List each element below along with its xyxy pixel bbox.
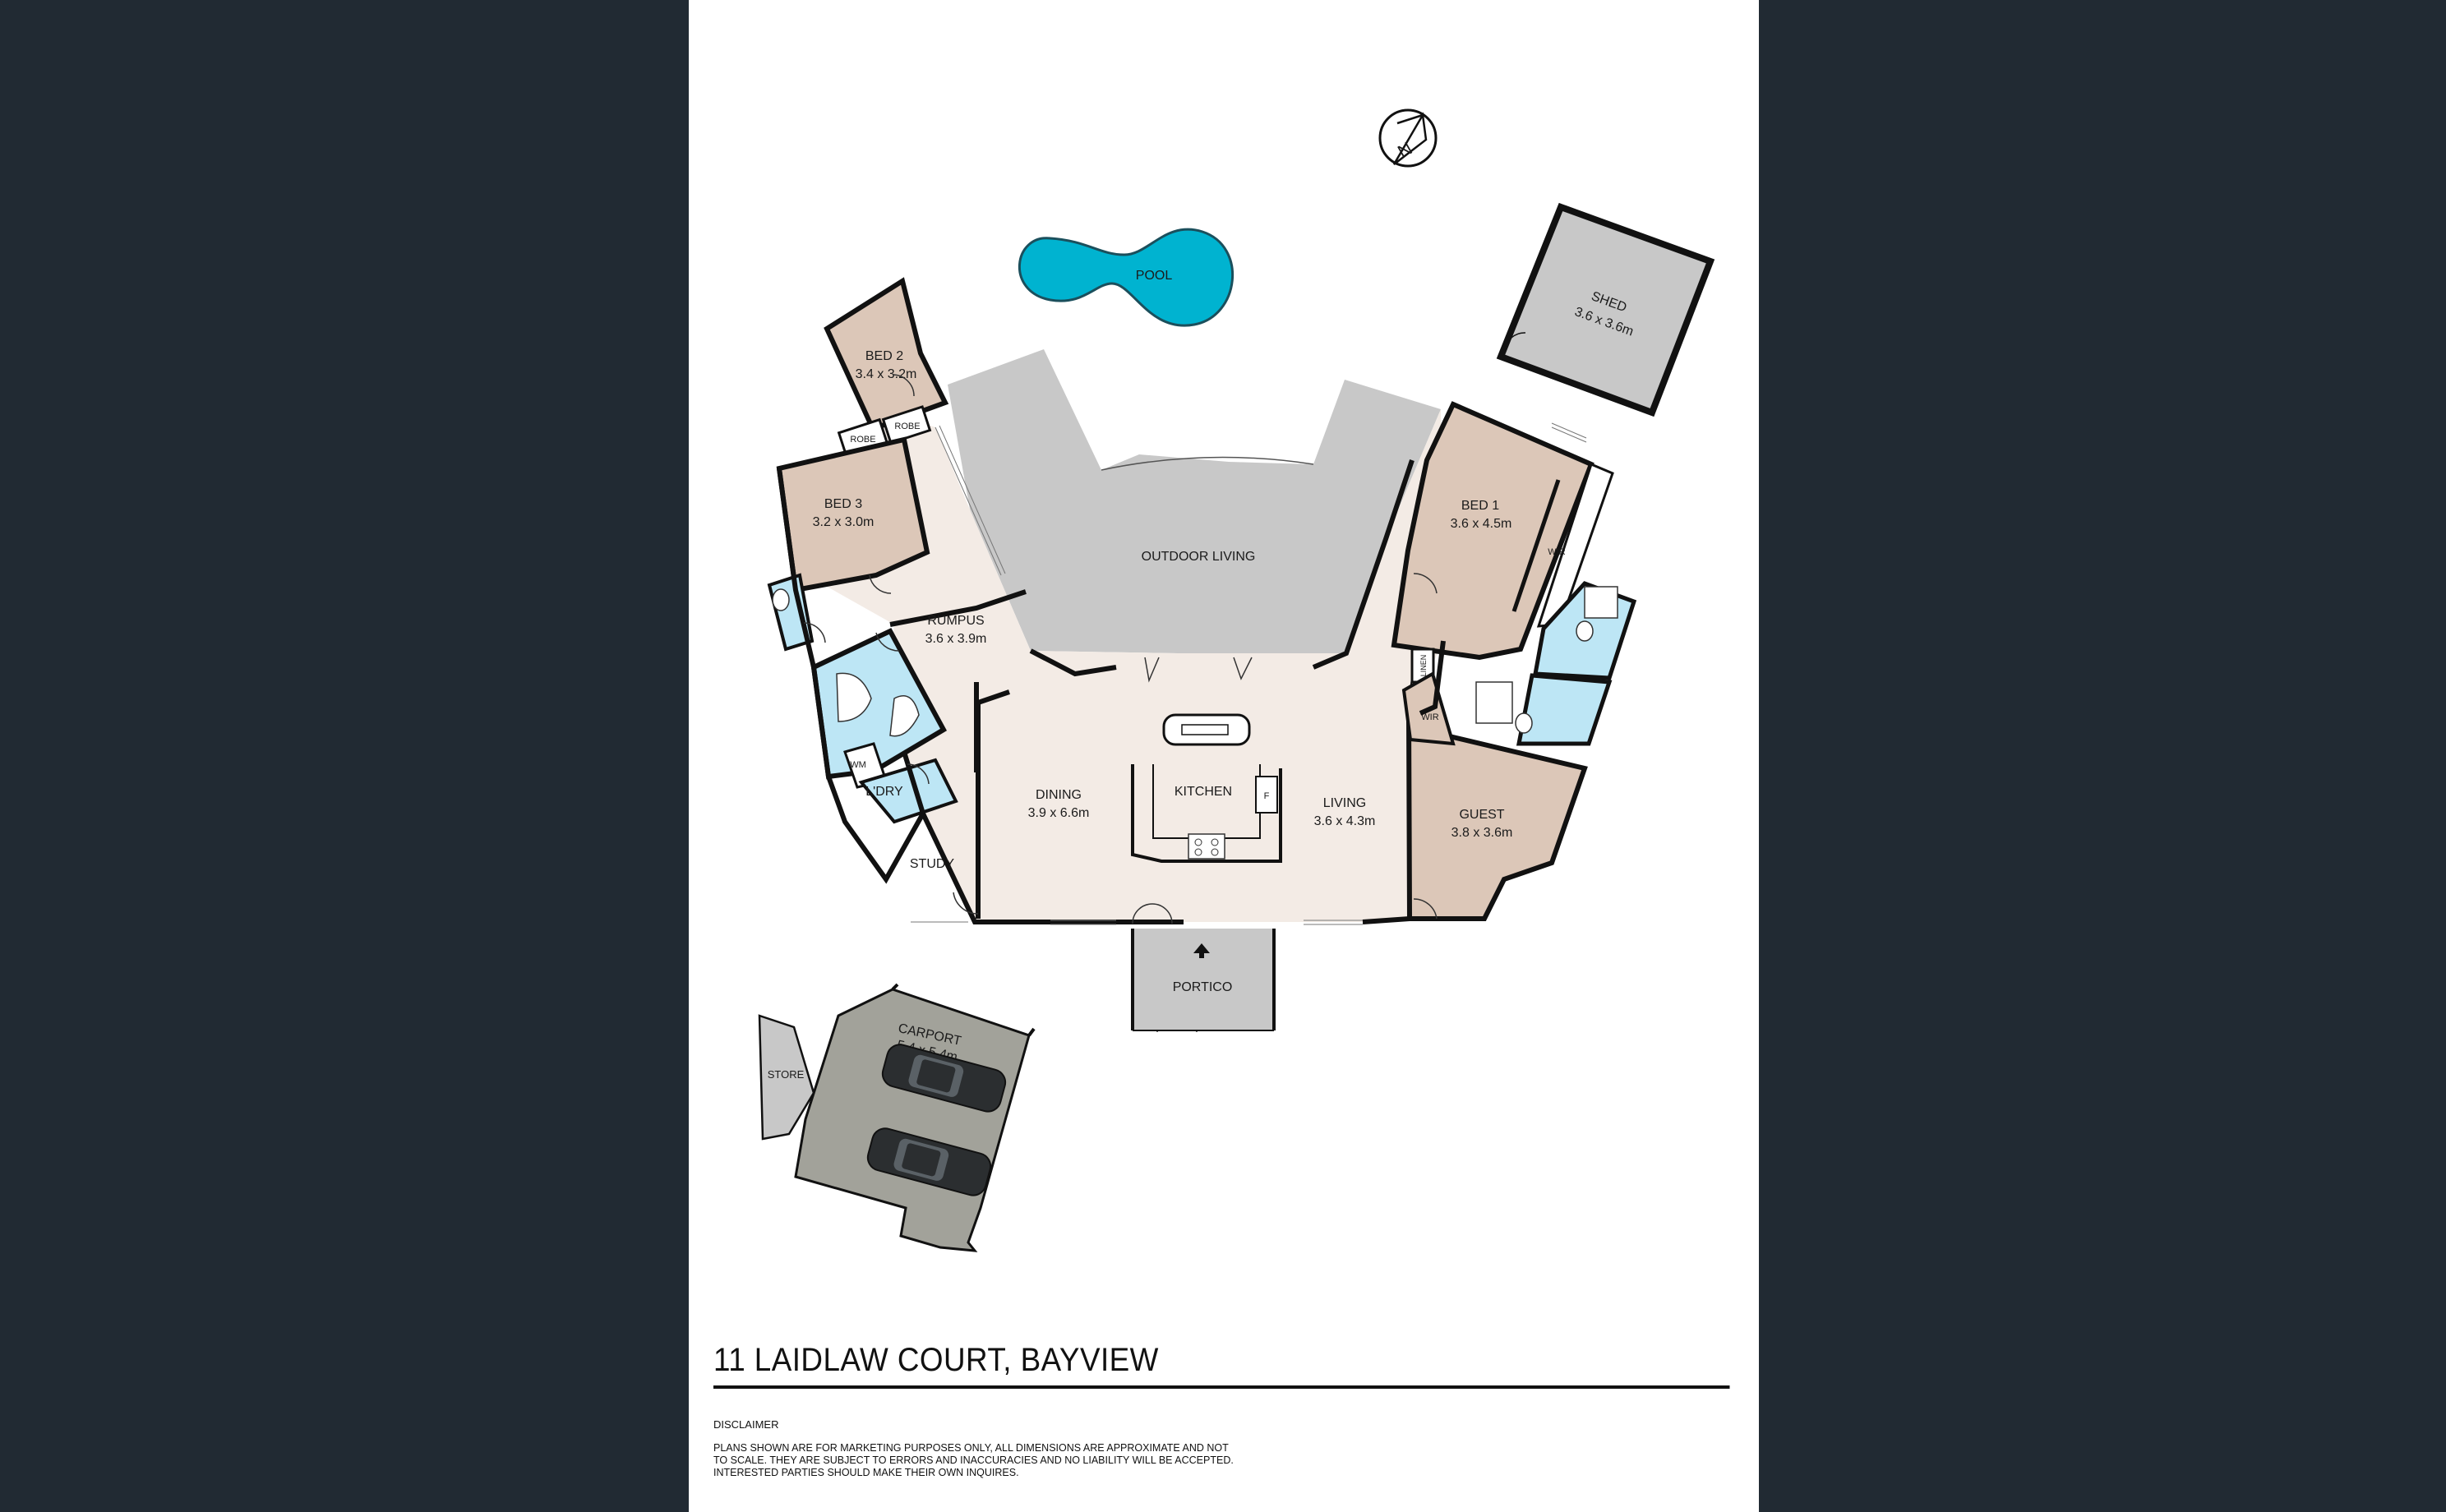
dining-dims: 3.9 x 6.6m: [1028, 806, 1090, 820]
shed: SHED 3.6 x 3.6m: [1496, 202, 1715, 417]
fridge-label: F: [1264, 791, 1270, 801]
living-dims: 3.6 x 4.3m: [1314, 814, 1376, 828]
pool: POOL: [1018, 228, 1235, 327]
bed-1-dims: 3.6 x 4.5m: [1451, 517, 1512, 531]
bed-3-dims: 3.2 x 3.0m: [813, 515, 875, 529]
portico-label: PORTICO: [1173, 980, 1233, 994]
store-label: STORE: [768, 1068, 805, 1081]
guest-dims: 3.8 x 3.6m: [1451, 826, 1513, 840]
kitchen-label: KITCHEN: [1175, 785, 1232, 799]
disclaimer-heading: DISCLAIMER: [713, 1418, 779, 1431]
study-label: STUDY: [910, 857, 955, 871]
washing-machine-label: WM: [850, 760, 866, 770]
door-swings: [803, 374, 1438, 1033]
robes: ROBE ROBE: [837, 405, 932, 459]
laundry: WM L'DRY: [843, 742, 958, 824]
bed-3-label: BED 3: [824, 497, 862, 511]
bed-2-dims: 3.4 x 3.2m: [856, 367, 917, 381]
pool-label: POOL: [1136, 269, 1173, 283]
floor-plan-sheet: N POOL SHED 3.6 x 3.6m OUTDOOR LIVING: [689, 0, 1759, 1512]
outdoor-living-label: OUTDOOR LIVING: [1142, 550, 1256, 564]
robe-2-label: ROBE: [894, 422, 920, 431]
car-icon: [866, 1127, 992, 1196]
walk-in-robe-2-label: WIR: [1421, 712, 1438, 722]
rumpus-dims: 3.6 x 3.9m: [925, 632, 987, 646]
carport: STORE CARPORT 5.4 x 5.4m: [758, 983, 1036, 1252]
disclaimer-text: PLANS SHOWN ARE FOR MARKETING PURPOSES O…: [713, 1442, 1234, 1478]
ensuite: [1475, 581, 1637, 746]
compass-icon: N: [1378, 108, 1438, 168]
car-icon: [881, 1044, 1007, 1113]
title-block: 11 LAIDLAW COURT, BAYVIEW DISCLAIMER PLA…: [713, 1341, 1736, 1479]
bed-2: BED 2 3.4 x 3.2m: [824, 277, 949, 432]
outdoor-living: OUTDOOR LIVING: [948, 349, 1441, 653]
linen-label: LINEN: [1419, 655, 1428, 677]
robe-1-label: ROBE: [850, 435, 875, 445]
bed-1: BED 1 3.6 x 4.5m WIR: [1391, 401, 1614, 661]
rumpus-label: RUMPUS: [927, 614, 984, 628]
bed-2-label: BED 2: [865, 349, 903, 363]
guest-bedroom: WIR GUEST 3.8 x 3.6m: [1401, 671, 1588, 921]
windows: [911, 422, 1587, 925]
property-address: 11 LAIDLAW COURT, BAYVIEW: [713, 1341, 1730, 1389]
main-walls: [777, 459, 1446, 924]
walk-in-robe-1-label: WIR: [1548, 547, 1565, 557]
kitchen: F KITCHEN: [1131, 713, 1282, 863]
bed-1-label: BED 1: [1461, 499, 1499, 513]
guest-label: GUEST: [1459, 808, 1504, 822]
floor-plan: N POOL SHED 3.6 x 3.6m OUTDOOR LIVING: [758, 108, 1715, 1252]
laundry-label: L'DRY: [865, 785, 903, 799]
dining-label: DINING: [1036, 788, 1082, 802]
portico: PORTICO: [1131, 929, 1276, 1031]
living-label: LIVING: [1323, 796, 1366, 810]
bathroom: [767, 573, 948, 780]
